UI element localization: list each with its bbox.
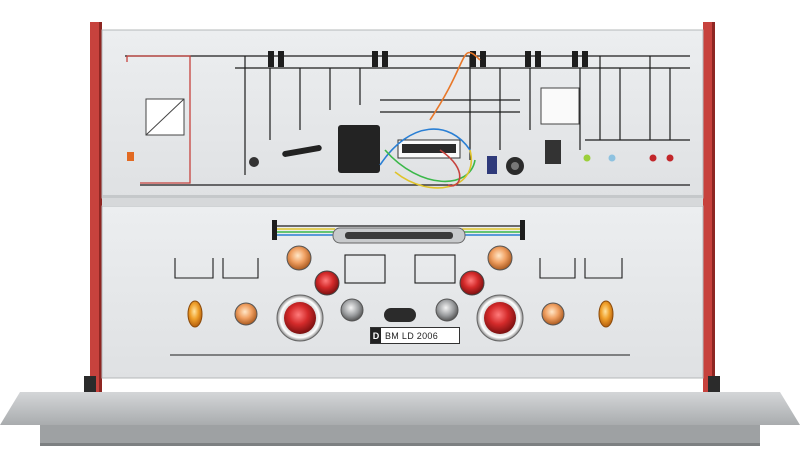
led-bar-assembly: [272, 220, 525, 244]
panel-model-label: D BM LD 2006: [370, 327, 460, 344]
frame-uprights: [84, 22, 720, 392]
label-prefix: D: [371, 328, 381, 343]
label-text: BM LD 2006: [385, 330, 439, 341]
converter-module: [127, 98, 185, 161]
upper-circuit-lines: [125, 55, 690, 186]
table: [0, 392, 800, 446]
upper-indicators: [583, 154, 674, 162]
lower-switch-blocks: [170, 254, 630, 356]
colored-wires: [379, 51, 481, 189]
red-power-line: [126, 55, 191, 184]
key-switch: [249, 145, 322, 167]
upper-panel: [101, 29, 704, 199]
lower-lamps: [187, 245, 614, 342]
upper-connectors: [268, 51, 588, 67]
lower-panel: [101, 198, 704, 379]
